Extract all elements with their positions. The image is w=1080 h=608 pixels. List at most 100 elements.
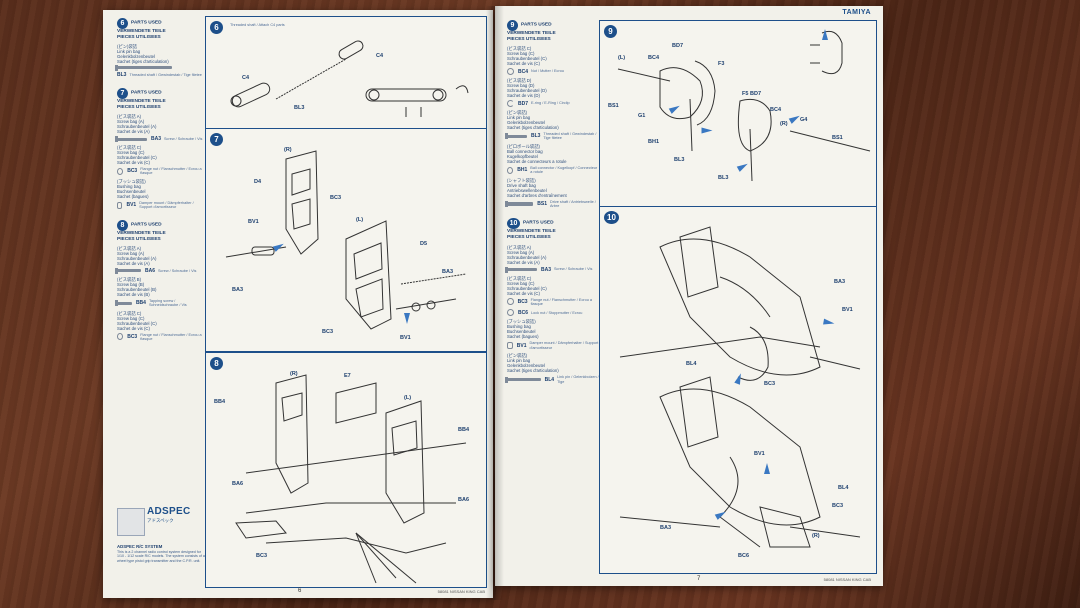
brand-logo: TAMIYA (842, 9, 871, 16)
e-ring-icon (507, 100, 514, 108)
link-pin-icon (505, 376, 541, 383)
parts-bag: (ビス袋詰 D)Screw bag (D)Schraubenbeutel (D)… (507, 78, 547, 99)
step-number-badge: 7 (210, 133, 223, 146)
step-number-badge: 7 (117, 88, 128, 100)
parts-bag: (ビス袋詰 C)Screw bag (C)Schraubenbeutel (C)… (117, 310, 157, 331)
step-number-badge: 8 (210, 357, 223, 370)
step-number-badge: 10 (604, 211, 619, 224)
blue-arrow-icon (701, 127, 713, 134)
screw-icon (115, 136, 147, 143)
bushing-icon (507, 342, 513, 350)
step-number-badge: 6 (117, 18, 128, 29)
nut-icon (117, 333, 124, 341)
page-number-right: 7 (697, 576, 701, 582)
step-number-badge: 9 (604, 25, 617, 38)
adspec-logo: ADSPEC (147, 506, 191, 517)
step-9-panel: 9 (L) (R) BD7 BD7 BC4 BC4 BS1 BS1 BH1 BL… (599, 20, 877, 208)
part-row (115, 64, 203, 71)
adspec-header: ADSPEC R/C SYSTEM (117, 544, 163, 549)
parts-bag: (ビス袋詰 B)Screw bag (B)Schraubenbeutel (B)… (117, 276, 157, 297)
blue-arrow-icon (404, 313, 410, 324)
drive-shaft-icon (504, 200, 534, 207)
shaft-icon (505, 133, 527, 140)
screw-icon (115, 267, 141, 274)
ball-connector-icon (507, 166, 514, 174)
nut-icon (507, 68, 514, 76)
step-6-panel: 6 C4 C4 BL3 Threaded shaft / Attach C4 p… (205, 16, 487, 130)
step-number-badge: 9 (507, 20, 518, 31)
nut-icon (117, 167, 124, 175)
parts-bag: (ビス袋詰 A)Screw bag (A)Schraubenbeutel (A)… (117, 114, 157, 135)
step-9-diagram (617, 30, 871, 182)
footer-right: 58081 NISSAN KING CAB (823, 577, 871, 582)
step-6-note: Threaded shaft / Attach C4 parts (230, 23, 285, 27)
step-10-diagram (619, 226, 861, 548)
parts-bag: (ビス袋詰 C)Screw bag (C)Schraubenbeutel (C)… (507, 275, 547, 296)
parts-bag: (ビス袋詰 C)Screw bag (C)Schraubenbeutel (C)… (117, 145, 157, 166)
screw-icon (505, 266, 537, 273)
step-number-badge: 6 (210, 21, 223, 34)
shaft-icon (115, 64, 172, 71)
parts-bag: (ビス袋詰 A)Screw bag (A)Schraubenbeutel (A)… (117, 245, 157, 266)
nut-icon (507, 298, 514, 306)
parts-bag: (ビス袋詰 A)Screw bag (A)Schraubenbeutel (A)… (507, 244, 547, 265)
step-8-diagram (235, 374, 467, 584)
radio-system-image (117, 508, 145, 536)
step-6-diagram (230, 40, 469, 117)
footer-left: 58081 NISSAN KING CAB (437, 589, 485, 594)
step-8-panel: 8 (R) (L) E7 BB4 BB4 BA6 BA6 BC3 (205, 352, 487, 588)
step-number-badge: 8 (117, 219, 128, 231)
step-10-panel: 10 BA3 BA3 BV1 BV1 BL4 BL4 BC3 BC3 (599, 206, 877, 574)
step-7-diagram (225, 150, 467, 330)
step-number-badge: 10 (507, 218, 520, 230)
book-gutter (486, 6, 504, 600)
bushing-icon (117, 201, 123, 209)
step-7-panel: 7 (R) (L) D4 D5 BV1 BV1 BC3 BC3 BA3 B (205, 128, 487, 352)
adspec-advertisement: ADSPEC アドスペック ADSPEC R/C SYSTEM This is … (117, 506, 207, 576)
page-number-left: 6 (298, 588, 302, 594)
blue-arrow-icon (764, 463, 770, 474)
adspec-subtitle: アドスペック (147, 518, 174, 523)
lock-nut-icon (507, 309, 514, 317)
tapping-screw-icon (115, 300, 132, 307)
blue-arrow-icon (822, 29, 828, 40)
